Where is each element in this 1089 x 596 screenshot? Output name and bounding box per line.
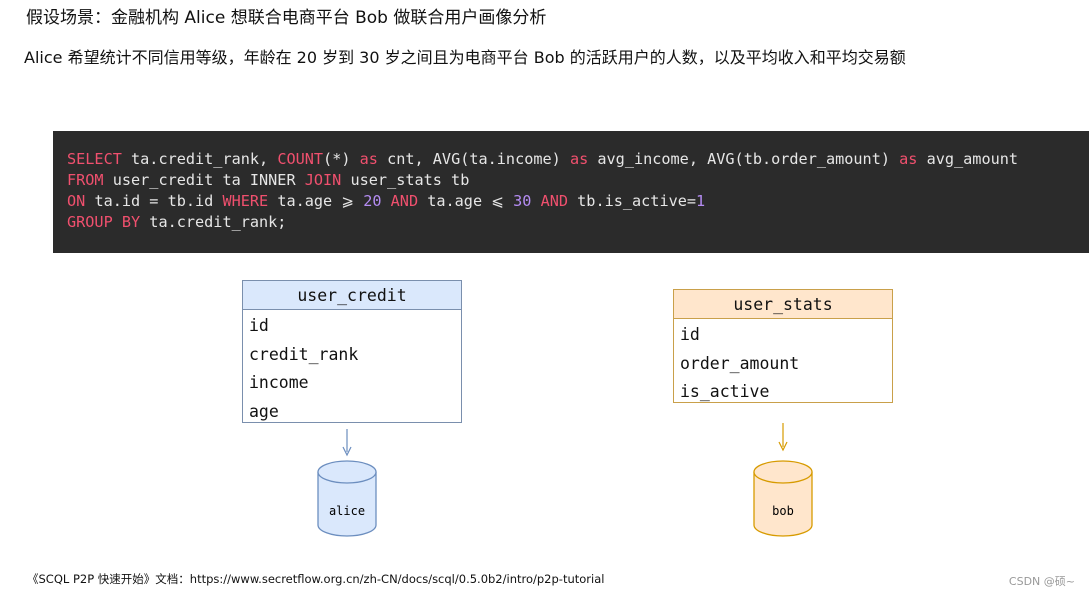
user-stats-field-order-amount: order_amount [680, 353, 800, 373]
bob-database-icon [753, 460, 813, 537]
sql-text: ta.age ⩾ [268, 192, 364, 210]
sql-keyword: as [899, 150, 918, 168]
sql-text: avg_income, AVG(tb.order_amount) [588, 150, 900, 168]
sql-text: ta.credit_rank; [140, 213, 287, 231]
sql-keyword: JOIN [304, 171, 342, 189]
user-stats-table-name: user_stats [674, 290, 892, 319]
sql-keyword: COUNT [277, 150, 324, 168]
sql-line-2: FROM user_credit ta INNER JOIN user_stat… [67, 170, 1089, 191]
source-citation: 《SCQL P2P 快速开始》文档：https://www.secretflow… [27, 572, 605, 586]
user-credit-table: user_credit id credit_rank income age [242, 280, 462, 423]
sql-text: cnt, AVG(ta.income) [377, 150, 570, 168]
alice-database-icon [317, 460, 377, 537]
sql-text: user_stats tb [341, 171, 470, 189]
sql-keyword: FROM [67, 171, 104, 189]
sql-keyword: as [359, 150, 378, 168]
sql-keyword: SELECT [67, 150, 122, 168]
sql-line-4: GROUP BY ta.credit_rank; [67, 212, 1089, 233]
bob-database-label: bob [772, 504, 794, 518]
sql-text: ta.id = tb.id [85, 192, 223, 210]
sql-text: avg_amount [917, 150, 1019, 168]
user-credit-field-credit-rank: credit_rank [249, 344, 359, 364]
user-stats-field-is-active: is_active [680, 382, 770, 402]
sql-line-1: SELECT ta.credit_rank, COUNT(*) as cnt, … [67, 149, 1089, 170]
sql-keyword: AND [540, 192, 569, 210]
alice-database-label: alice [329, 504, 365, 518]
bob-arrow-head [778, 441, 788, 452]
sql-keyword: ON [67, 192, 86, 210]
user-credit-field-age: age [249, 402, 279, 422]
sql-keyword: as [569, 150, 589, 168]
sql-line-3: ON ta.id = tb.id WHERE ta.age ⩾ 20 AND t… [67, 191, 1089, 212]
sql-text: tb.is_active= [568, 192, 697, 210]
sql-number: 30 [513, 192, 532, 210]
user-credit-field-id: id [249, 316, 269, 335]
sql-text: ta.credit_rank, [121, 150, 278, 168]
sql-text: user_credit ta INNER [103, 171, 305, 189]
sql-keyword: AND [390, 192, 419, 210]
sql-text: (*) [323, 150, 360, 168]
sql-keyword: WHERE [222, 192, 269, 210]
sql-keyword: GROUP BY [67, 213, 141, 231]
user-credit-fields: id credit_rank income age [243, 310, 461, 427]
scenario-description: Alice 希望统计不同信用等级，年龄在 20 岁到 30 岁之间且为电商平台 … [24, 48, 906, 67]
alice-arrow-head [342, 446, 352, 457]
user-credit-field-income: income [249, 373, 309, 393]
watermark: CSDN @硕~ [1008, 575, 1075, 588]
sql-code-block: SELECT ta.credit_rank, COUNT(*) as cnt, … [53, 131, 1089, 253]
sql-number: 20 [363, 192, 382, 210]
scenario-heading: 假设场景：金融机构 Alice 想联合电商平台 Bob 做联合用户画像分析 [26, 8, 547, 28]
sql-number: 1 [696, 192, 706, 210]
user-stats-fields: id order_amount is_active [674, 319, 892, 407]
user-stats-table: user_stats id order_amount is_active [673, 289, 893, 403]
user-credit-table-name: user_credit [243, 281, 461, 310]
user-stats-field-id: id [680, 325, 700, 344]
sql-text: ta.age ⩽ [418, 192, 514, 210]
